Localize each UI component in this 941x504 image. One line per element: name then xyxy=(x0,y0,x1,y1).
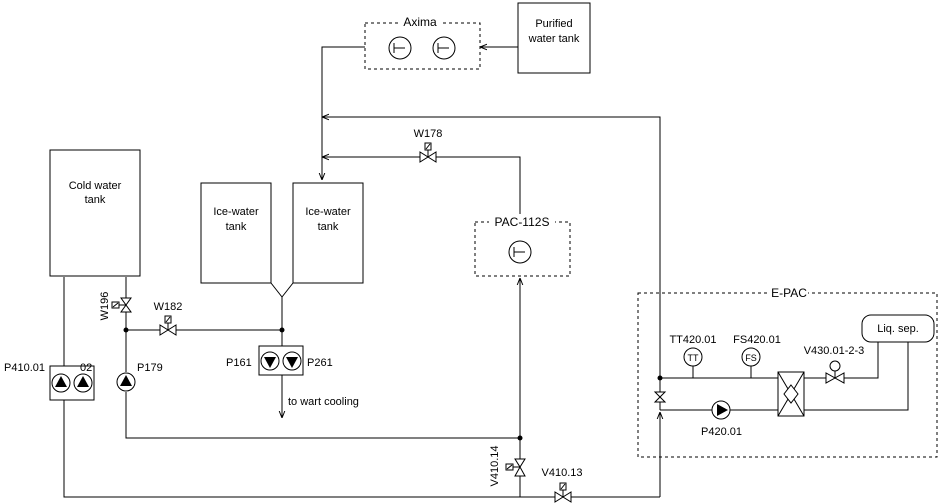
ice-tank-1-label-2: tank xyxy=(226,221,247,233)
liquid-separator: Liq. sep. xyxy=(861,314,935,343)
p179-label: P179 xyxy=(137,362,163,374)
ice-tank-2-label-1: Ice-water xyxy=(305,206,351,218)
pump-p179: P179 xyxy=(116,362,163,392)
epac-unit: E-PAC xyxy=(637,286,938,458)
ice-water-tank-1: Ice-water tank xyxy=(200,182,272,284)
v410-14-label: V410.14 xyxy=(489,446,501,487)
pump-p161-symbol xyxy=(260,351,280,371)
w178-label: W178 xyxy=(414,128,443,140)
axima-unit-symbol-2 xyxy=(432,36,456,60)
pipes xyxy=(63,47,909,498)
pump-p161-p261: P161 P261 xyxy=(226,345,333,376)
p410-label: P410.01 xyxy=(4,362,45,374)
valve-w182: W182 xyxy=(154,301,183,336)
tt420-label: TT420.01 xyxy=(669,334,716,346)
v430-label: V430.01-2-3 xyxy=(804,345,865,357)
ice-tank-1-label-1: Ice-water xyxy=(213,206,259,218)
heat-exchanger xyxy=(777,371,805,417)
valve-v410-14: V410.14 xyxy=(489,446,526,487)
cold-tank-label-2: tank xyxy=(85,194,106,206)
p161-label: P161 xyxy=(226,357,252,369)
valve-v410-13: V410.13 xyxy=(542,467,583,503)
cold-water-tank: Cold water tank xyxy=(49,149,141,277)
instrument-fs420: FS FS420.01 xyxy=(733,334,781,367)
to-wart-cooling-label: to wart cooling xyxy=(288,396,359,408)
valve-v430: V430.01-2-3 xyxy=(804,345,865,384)
pac-label: PAC-112S xyxy=(495,215,550,229)
instrument-tt420: TT TT420.01 xyxy=(669,334,717,367)
valve-w196: W196 xyxy=(99,292,132,321)
pump-p420: P420.01 xyxy=(701,400,742,438)
purified-tank-label-2: water tank xyxy=(528,33,580,45)
valve-epac-bypass xyxy=(653,391,667,403)
fs-symbol-label: FS xyxy=(745,353,757,363)
liq-sep-label: Liq. sep. xyxy=(877,323,919,335)
axima-unit-symbol-1 xyxy=(388,36,412,60)
pump-p261-symbol xyxy=(282,351,302,371)
tt-symbol-label: TT xyxy=(688,353,699,363)
pump-p410: P410.01 02 xyxy=(4,362,95,401)
purified-water-tank: Purified water tank xyxy=(517,2,591,74)
pac-unit-symbol xyxy=(508,240,532,264)
fs420-label: FS420.01 xyxy=(733,334,781,346)
ice-water-tank-2: Ice-water tank xyxy=(292,182,364,284)
axima-unit: Axima xyxy=(364,15,481,70)
p410-02-label: 02 xyxy=(80,362,92,374)
w196-label: W196 xyxy=(99,292,111,321)
v410-13-label: V410.13 xyxy=(542,467,583,479)
axima-label: Axima xyxy=(403,15,437,29)
pac-unit: PAC-112S xyxy=(474,214,571,277)
pump-p410-01-symbol xyxy=(51,373,71,393)
pump-p410-02-symbol xyxy=(73,373,93,393)
p420-label: P420.01 xyxy=(701,426,742,438)
purified-tank-label-1: Purified xyxy=(535,18,572,30)
p261-label: P261 xyxy=(307,357,333,369)
valve-w178: W178 xyxy=(414,128,443,163)
cold-tank-label-1: Cold water xyxy=(69,180,122,192)
w182-label: W182 xyxy=(154,301,183,313)
ice-tank-2-label-2: tank xyxy=(318,221,339,233)
epac-label: E-PAC xyxy=(771,286,807,300)
junction-dots xyxy=(123,327,663,441)
